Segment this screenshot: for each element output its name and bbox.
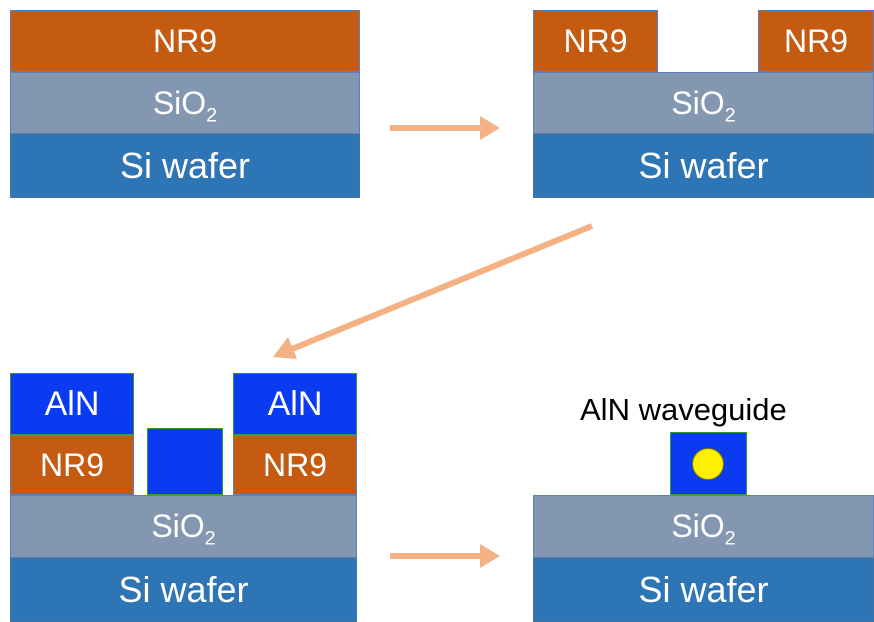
panel2-sio2-layer: SiO2 (533, 72, 874, 134)
sio2-label: SiO2 (151, 508, 216, 550)
panel1-nr9-layer: NR9 (10, 10, 360, 72)
arrow-step3-to-step4 (390, 544, 500, 568)
sio2-label: SiO2 (671, 84, 736, 127)
nr9-label: NR9 (563, 22, 628, 59)
si-wafer-label: Si wafer (638, 569, 769, 610)
aln-label: AlN (44, 384, 100, 423)
panel3-sio2-layer: SiO2 (10, 495, 357, 558)
panel3-nr9-right-layer: NR9 (233, 435, 357, 495)
panel3-aln-right-block: AlN (233, 373, 357, 435)
nr9-label: NR9 (783, 22, 848, 59)
nr9-label: NR9 (152, 22, 217, 59)
panel2-si-wafer-layer: Si wafer (533, 134, 874, 198)
nr9-label: NR9 (39, 446, 104, 483)
panel1-sio2-layer: SiO2 (10, 72, 360, 134)
nr9-label: NR9 (262, 446, 327, 483)
waveguide-core-dot (692, 448, 724, 480)
aln-label: AlN (267, 384, 323, 423)
panel2-nr9-right-layer: NR9 (758, 10, 874, 72)
sio2-label: SiO2 (152, 84, 218, 127)
aln-waveguide-caption: AlN waveguide (580, 392, 787, 427)
panel2-nr9-left-layer: NR9 (533, 10, 658, 72)
panel3-si-wafer-layer: Si wafer (10, 558, 357, 622)
panel3-nr9-left-layer: NR9 (10, 435, 134, 495)
arrow-step1-to-step2 (390, 116, 500, 140)
arrow-step2-to-step3 (273, 223, 594, 359)
panel4-si-wafer-layer: Si wafer (533, 558, 874, 622)
panel3-aln-center-block (147, 428, 223, 495)
si-wafer-label: Si wafer (119, 145, 251, 186)
panel3-aln-left-block: AlN (10, 373, 134, 435)
si-wafer-label: Si wafer (638, 145, 769, 186)
si-wafer-label: Si wafer (118, 569, 249, 610)
panel1-si-wafer-layer: Si wafer (10, 134, 360, 198)
panel4-sio2-layer: SiO2 (533, 495, 874, 558)
sio2-label: SiO2 (671, 508, 736, 550)
